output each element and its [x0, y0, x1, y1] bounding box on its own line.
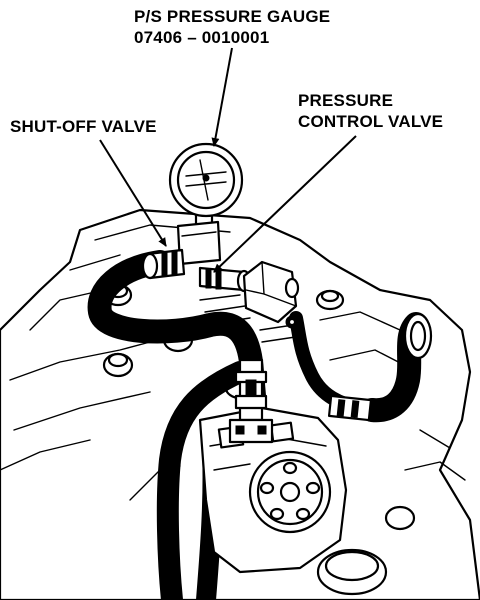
gauge-needle-hub: [202, 174, 210, 182]
pcv-leader-arrow: [213, 135, 357, 273]
pressure-gauge-assembly: [168, 142, 244, 266]
leader-lines: [99, 47, 357, 273]
pressure-control-valve: [242, 260, 300, 329]
tee-to-pcv-line: [198, 266, 252, 293]
gauge-leader-arrow: [211, 47, 233, 147]
pressure-gauge-label-part-number: 07406 – 0010001: [134, 28, 270, 47]
bolt-5: [315, 289, 345, 311]
supply-hose: [90, 252, 266, 430]
bolt-3: [102, 352, 134, 378]
hose-coupling-right: [327, 394, 373, 422]
shutoff-valve: [141, 248, 186, 280]
pressure-gauge-label: P/S PRESSURE GAUGE 07406 – 0010001: [134, 6, 330, 48]
lower-hose-left: [159, 363, 249, 600]
shutoff-valve-label: SHUT-OFF VALVE: [10, 117, 157, 136]
filler-cap: [316, 548, 388, 596]
pressure-control-valve-label-line1: PRESSURE: [298, 91, 394, 110]
pressure-control-valve-label-line2: CONTROL VALVE: [298, 112, 444, 131]
pressure-gauge-label-title: P/S PRESSURE GAUGE: [134, 7, 331, 26]
pump-pulley: [248, 450, 332, 534]
shutoff-leader-arrow: [99, 139, 167, 247]
pressure-control-valve-label: PRESSURE CONTROL VALVE: [298, 90, 443, 132]
pump-outlet-fitting: [228, 358, 274, 444]
bolt-6: [384, 505, 416, 531]
